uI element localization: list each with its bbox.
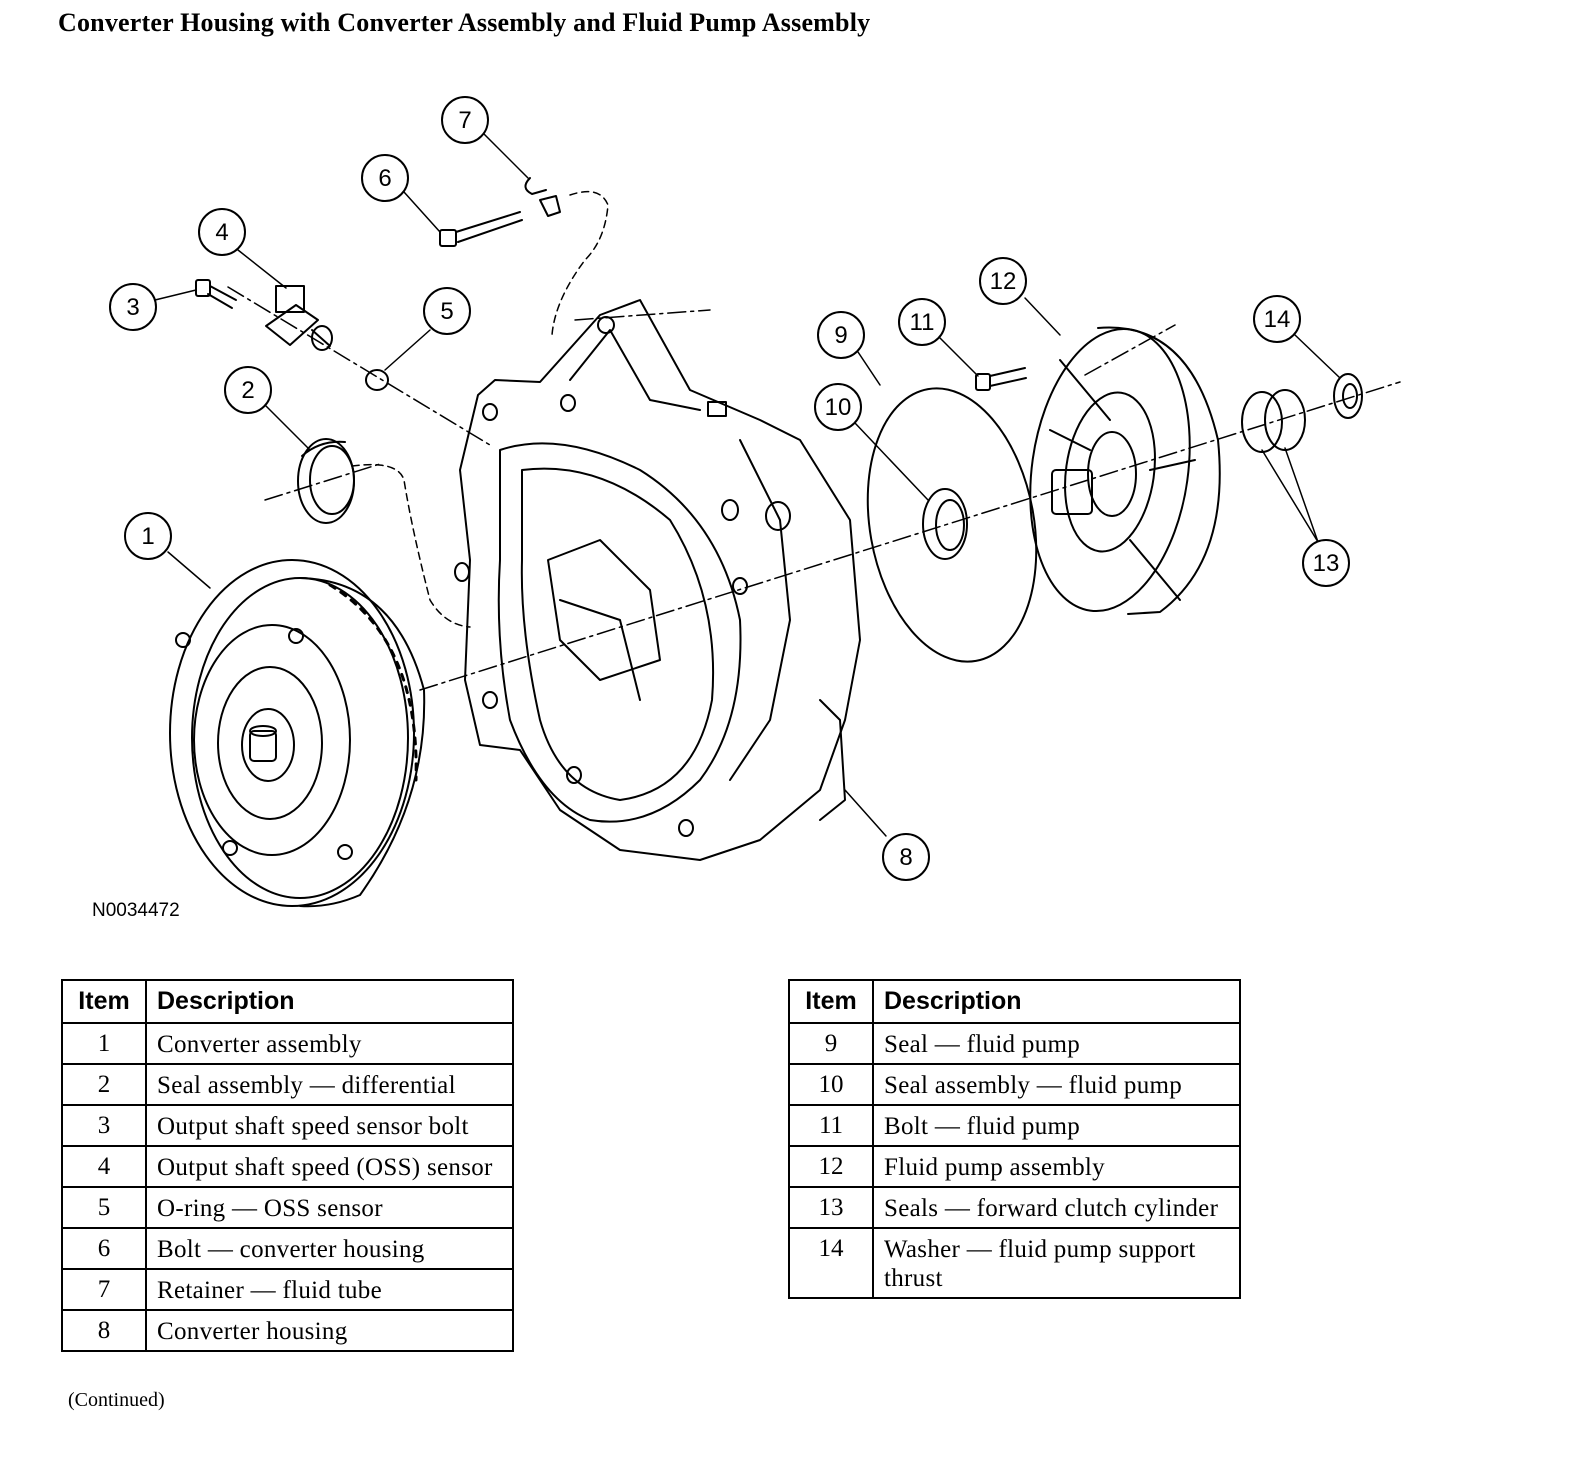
callout-1: 1 xyxy=(124,512,172,560)
converter-assembly-drawing xyxy=(169,559,426,908)
item-column-header: Item xyxy=(61,979,147,1024)
leader-lines xyxy=(154,133,1341,837)
svg-text:13: 13 xyxy=(1313,550,1340,577)
callout-5: 5 xyxy=(423,287,471,335)
callout-14: 14 xyxy=(1253,295,1301,343)
svg-text:1: 1 xyxy=(141,523,154,550)
callout-8: 8 xyxy=(882,833,930,881)
item-description: O-ring — OSS sensor xyxy=(145,1186,514,1229)
item-description: Bolt — converter housing xyxy=(145,1227,514,1270)
oss-oring-drawing xyxy=(365,369,389,391)
item-description: Output shaft speed (OSS) sensor xyxy=(145,1145,514,1188)
forward-clutch-seals-drawing xyxy=(1241,389,1306,453)
svg-text:11: 11 xyxy=(910,309,935,336)
svg-text:7: 7 xyxy=(458,107,471,134)
description-column-header: Description xyxy=(145,979,514,1024)
svg-text:14: 14 xyxy=(1264,306,1291,333)
center-axes xyxy=(227,286,1401,691)
item-description: Seals — forward clutch cylinder xyxy=(872,1186,1241,1229)
svg-text:4: 4 xyxy=(215,219,228,246)
item-number: 12 xyxy=(788,1145,874,1188)
oss-sensor-drawing xyxy=(265,285,333,351)
oss-sensor-bolt-drawing xyxy=(195,279,237,309)
svg-text:8: 8 xyxy=(899,844,912,871)
item-number: 2 xyxy=(61,1063,147,1106)
callout-3: 3 xyxy=(109,283,157,331)
callout-7: 7 xyxy=(441,96,489,144)
svg-text:6: 6 xyxy=(378,165,391,192)
item-column-header: Item xyxy=(788,979,874,1024)
item-number: 8 xyxy=(61,1309,147,1352)
table-header-row: Item Description xyxy=(788,979,1241,1024)
item-description: Converter housing xyxy=(145,1309,514,1352)
item-description: Seal assembly — differential xyxy=(145,1063,514,1106)
svg-text:12: 12 xyxy=(990,268,1017,295)
callout-4: 4 xyxy=(198,208,246,256)
callout-12: 12 xyxy=(979,257,1027,305)
item-number: 11 xyxy=(788,1104,874,1147)
callout-6: 6 xyxy=(361,154,409,202)
figure-id: N0034472 xyxy=(92,900,180,921)
item-description: Converter assembly xyxy=(145,1022,514,1065)
item-description: Bolt — fluid pump xyxy=(872,1104,1241,1147)
item-number: 10 xyxy=(788,1063,874,1106)
item-description: Washer — fluid pump support thrust xyxy=(872,1227,1241,1299)
item-description: Output shaft speed sensor bolt xyxy=(145,1104,514,1147)
item-number: 7 xyxy=(61,1268,147,1311)
fluid-tube-retainer-drawing xyxy=(524,177,561,217)
page-title: Converter Housing with Converter Assembl… xyxy=(58,8,871,37)
svg-text:3: 3 xyxy=(126,294,139,321)
item-number: 5 xyxy=(61,1186,147,1229)
callout-2: 2 xyxy=(224,366,272,414)
item-number: 14 xyxy=(788,1227,874,1299)
callout-13: 13 xyxy=(1302,539,1350,587)
differential-seal-drawing xyxy=(297,438,355,524)
svg-text:10: 10 xyxy=(825,394,852,421)
item-description: Retainer — fluid tube xyxy=(145,1268,514,1311)
converter-housing-drawing xyxy=(454,299,861,861)
item-number: 1 xyxy=(61,1022,147,1065)
callout-9: 9 xyxy=(817,311,865,359)
fluid-pump-seal-assembly-drawing xyxy=(922,488,968,560)
item-number: 9 xyxy=(788,1022,874,1065)
fluid-pump-assembly-drawing xyxy=(1029,326,1221,615)
description-column-header: Description xyxy=(872,979,1241,1024)
callout-10: 10 xyxy=(814,383,862,431)
item-number: 4 xyxy=(61,1145,147,1188)
exploded-diagram: 1 2 3 4 5 6 7 8 9 10 11 12 13 14 xyxy=(109,96,1401,908)
item-number: 3 xyxy=(61,1104,147,1147)
item-description: Seal assembly — fluid pump xyxy=(872,1063,1241,1106)
item-description: Fluid pump assembly xyxy=(872,1145,1241,1188)
table-header-row: Item Description xyxy=(61,979,514,1024)
converter-housing-bolt-drawing xyxy=(439,211,523,247)
item-number: 6 xyxy=(61,1227,147,1270)
callout-11: 11 xyxy=(898,298,946,346)
item-number: 13 xyxy=(788,1186,874,1229)
fluid-pump-seal-drawing xyxy=(866,387,1038,663)
fluid-pump-bolt-drawing xyxy=(975,367,1027,391)
thrust-washer-drawing xyxy=(1333,373,1363,419)
item-description: Seal — fluid pump xyxy=(872,1022,1241,1065)
svg-text:5: 5 xyxy=(440,298,453,325)
continued-note: (Continued) xyxy=(68,1389,165,1411)
routing-lines xyxy=(351,190,609,628)
svg-text:2: 2 xyxy=(241,377,254,404)
svg-text:9: 9 xyxy=(834,322,847,349)
